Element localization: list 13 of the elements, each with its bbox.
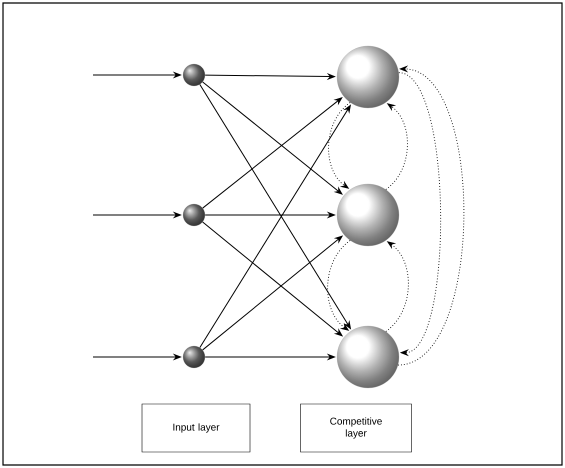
neuron-circle — [182, 346, 206, 368]
dotted-arrow — [385, 241, 409, 332]
neuron-circle — [182, 204, 206, 226]
dotted-arrow — [327, 240, 351, 331]
neuron-circle — [336, 46, 400, 108]
dotted-arrow — [328, 102, 351, 189]
label-box: Input layer — [142, 404, 250, 452]
dotted-arrow — [385, 103, 408, 190]
dotted-arrow — [398, 72, 442, 356]
neuron-circle — [336, 326, 400, 388]
label-box: Competitive layer — [300, 404, 412, 452]
neuron-circle — [336, 184, 400, 246]
neuron-circle — [182, 64, 206, 86]
